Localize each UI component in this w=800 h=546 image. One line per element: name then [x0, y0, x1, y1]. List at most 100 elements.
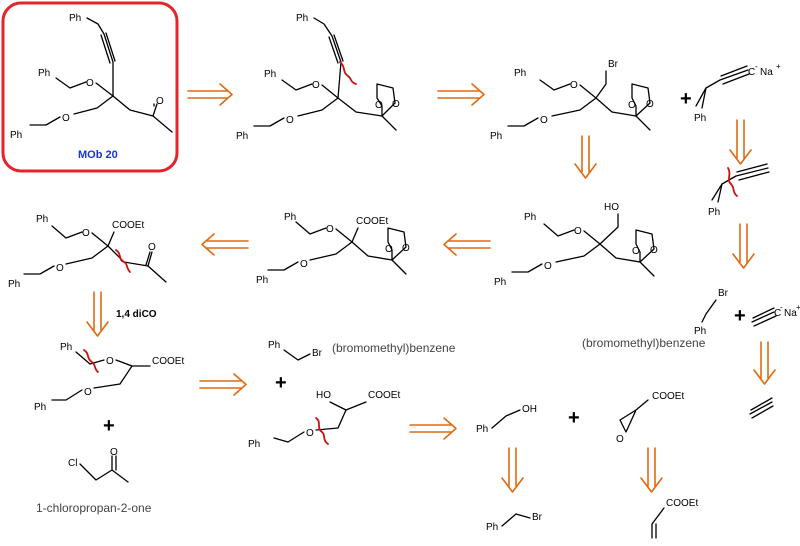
disconnection-mark — [727, 167, 738, 197]
plus-sign: + — [103, 415, 115, 437]
name-benzyl-bromide: (bromomethyl)benzene — [582, 336, 706, 350]
atom-cooet: COOEt — [356, 216, 388, 227]
molecule-phenylpropyne: Ph — [708, 163, 770, 218]
retro-arrow — [501, 447, 524, 493]
atom-ph: Ph — [34, 402, 46, 413]
atom-o: O — [56, 263, 64, 274]
atom-c: C — [748, 67, 755, 78]
molecule-dibenzyl-ester: Ph O COOEt O Ph — [34, 342, 184, 413]
atom-o: O — [646, 99, 654, 110]
molecule-acetylene — [749, 397, 774, 419]
name-chloroacetone: 1-chloropropan-2-one — [36, 501, 152, 515]
retro-arrow — [732, 223, 755, 269]
atom-ph: Ph — [486, 522, 498, 533]
atom-cooet: COOEt — [152, 356, 184, 367]
atom-ph: Ph — [268, 340, 280, 351]
atom-o: O — [86, 78, 94, 89]
retro-arrow — [86, 291, 109, 337]
atom-ph: Ph — [36, 214, 48, 225]
target-frame — [1, 1, 179, 173]
atom-ph: Ph — [60, 342, 72, 353]
molecule-glycidic-ester: COOEt O — [616, 391, 684, 445]
retro-arrow — [409, 417, 457, 440]
atom-o: O — [650, 245, 658, 256]
atom-o: O — [540, 115, 548, 126]
atom-o: O — [110, 447, 118, 458]
atom-o: O — [312, 80, 320, 91]
atom-o: O — [306, 428, 314, 439]
molecule-chloroacetone: Cl O — [68, 447, 129, 483]
atom-o: O — [570, 80, 578, 91]
molecule-benzyl-bromide: Br Ph — [694, 288, 729, 337]
atom-o: O — [106, 356, 114, 367]
molecule-ketal-alkyne: Ph O Ph O Ph O O — [236, 13, 400, 142]
atom-ph: Ph — [524, 212, 536, 223]
atom-br: Br — [312, 348, 323, 359]
retro-arrow — [199, 373, 247, 396]
charge-plus: + — [796, 303, 800, 312]
atom-o: O — [574, 226, 582, 237]
molecule-target-mob20: Ph O Ph O Ph O — [10, 13, 173, 141]
retro-arrow — [574, 135, 597, 179]
atom-o: O — [392, 99, 400, 110]
retro-arrow — [201, 233, 249, 256]
atom-o: O — [326, 224, 334, 235]
atom-ph: Ph — [264, 69, 276, 80]
atom-o: O — [84, 387, 92, 398]
plus-sign: + — [568, 407, 580, 429]
atom-ph: Ph — [10, 130, 22, 141]
atom-br: Br — [608, 59, 619, 70]
atom-ph: Ph — [256, 275, 268, 286]
atom-o: O — [385, 244, 393, 255]
atom-o: O — [616, 434, 624, 445]
atom-o: O — [300, 259, 308, 270]
molecule-sodium-acetylide: C - Na + — [751, 303, 800, 327]
atom-ph: Ph — [476, 424, 488, 435]
plus-sign: + — [734, 305, 746, 327]
disconnection-mark — [83, 349, 99, 373]
atom-ph: Ph — [296, 13, 308, 24]
atom-ph: Ph — [248, 439, 260, 450]
atom-c: C — [774, 308, 781, 319]
atom-ho: HO — [604, 202, 619, 213]
plus-sign: + — [680, 88, 692, 110]
atom-o: O — [62, 113, 70, 124]
atom-na: Na — [784, 308, 797, 319]
atom-ph: Ph — [8, 279, 20, 290]
atom-cooet: COOEt — [666, 498, 698, 509]
atom-ph: Ph — [284, 212, 296, 223]
atom-ph: Ph — [236, 131, 248, 142]
name-benzyl-bromide: (bromomethyl)benzene — [332, 341, 456, 355]
atom-o: O — [156, 96, 164, 107]
atom-br: Br — [718, 288, 729, 299]
atom-cooet: COOEt — [112, 220, 144, 231]
retro-arrow — [640, 447, 663, 493]
atom-o: O — [628, 100, 636, 111]
retro-arrow — [753, 341, 776, 385]
atom-ph: Ph — [69, 13, 81, 24]
atom-cl: Cl — [68, 458, 77, 469]
molecule-sodium-phenylpropynide: Ph C - Na + — [694, 62, 781, 124]
atom-oh: OH — [522, 404, 537, 415]
atom-ph: Ph — [494, 277, 506, 288]
charge-minus: - — [780, 303, 783, 312]
atom-ph: Ph — [38, 68, 50, 79]
atom-ho: HO — [316, 390, 331, 401]
atom-o: O — [632, 246, 640, 257]
molecule-benzyl-bromide: Ph Br — [268, 340, 323, 361]
atom-cooet: COOEt — [652, 391, 684, 402]
molecule-bromide-ketal: Br O Ph O Ph O O — [490, 59, 654, 142]
molecule-alcohol-ketal: HO O Ph O Ph O O — [494, 202, 658, 288]
molecule-ethyl-acrylate: COOEt — [651, 498, 698, 539]
atom-o: O — [375, 100, 383, 111]
atom-cooet: COOEt — [368, 390, 400, 401]
molecule-benzyl-bromide: Ph Br — [486, 512, 543, 533]
atom-ph: Ph — [490, 131, 502, 142]
molecule-benzyl-alcohol: Ph OH — [476, 404, 537, 435]
atom-na: Na — [760, 67, 773, 78]
disconnection-mark — [339, 61, 357, 85]
atom-o: O — [286, 115, 294, 126]
charge-plus: + — [776, 62, 781, 71]
disconnection-mark — [115, 249, 131, 273]
